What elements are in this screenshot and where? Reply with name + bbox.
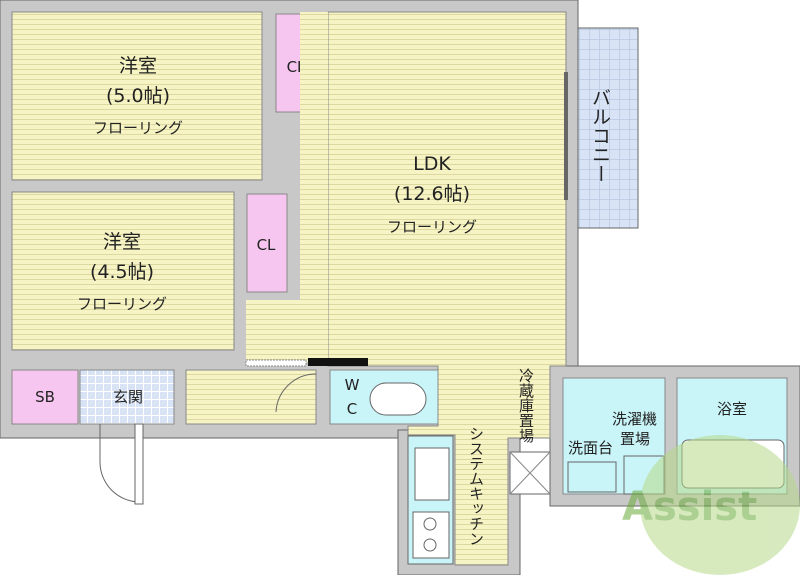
- ldk-name: LDK: [413, 153, 451, 175]
- fridge-space: [509, 451, 551, 495]
- stove-icon: [412, 511, 450, 559]
- western-room-2-size: (4.5帖): [90, 261, 154, 283]
- balcony: [577, 27, 639, 229]
- ldk-floor: フローリング: [387, 218, 477, 236]
- sb-label: SB: [35, 388, 55, 406]
- western-room-2-floor: フローリング: [77, 295, 167, 313]
- closet-2-label: CL: [257, 236, 276, 254]
- western-room-2: [11, 191, 235, 351]
- western-room-1: [11, 11, 263, 181]
- entrance: [79, 369, 175, 425]
- entrance-label: 玄関: [113, 388, 143, 406]
- western-room-2-name: 洋室: [103, 231, 141, 253]
- washstand-icon: [567, 461, 617, 493]
- wc-label-c: C: [347, 400, 357, 418]
- toilet-icon: [369, 382, 427, 416]
- hallway: [185, 369, 317, 425]
- closet-2: [246, 193, 288, 293]
- assist-logo: Assist: [622, 435, 800, 575]
- washer-label-2: 置場: [620, 430, 650, 448]
- kitchen-label: システムキッチン: [467, 426, 485, 546]
- wc-label-w: W: [345, 376, 360, 394]
- western-room-1-name: 洋室: [119, 55, 157, 77]
- storage-sb: [11, 369, 79, 425]
- ldk-size: (12.6帖): [394, 183, 470, 205]
- logo-text: Assist: [622, 484, 757, 530]
- washer-label-1: 洗濯機: [612, 410, 657, 428]
- sink-icon: [414, 447, 450, 501]
- balcony-label: バルコニー: [589, 88, 611, 183]
- fridge-label: 冷蔵庫置場: [517, 368, 535, 443]
- western-room-1-floor: フローリング: [93, 119, 183, 137]
- western-room-1-size: (5.0帖): [106, 85, 170, 107]
- bath-label: 浴室: [717, 400, 747, 418]
- washstand-label: 洗面台: [568, 439, 613, 457]
